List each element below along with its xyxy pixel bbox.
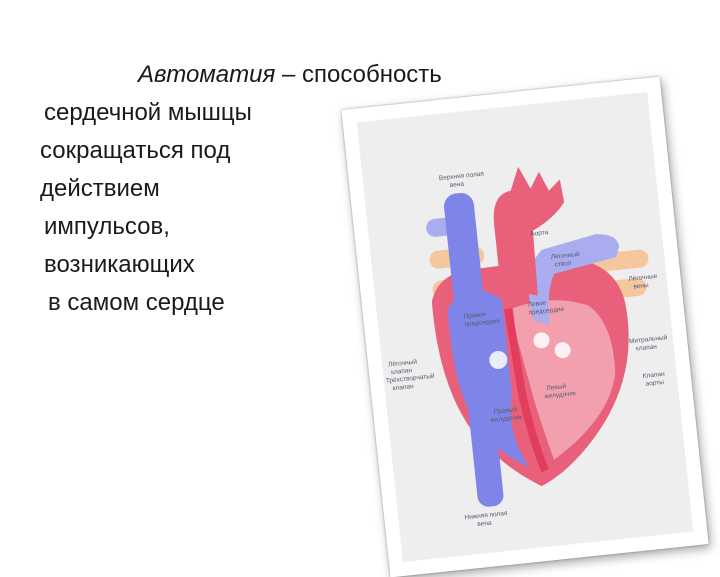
label-left-atrium-1: Левое (527, 300, 547, 309)
label-pulmonary-trunk-1: Лёгочный (550, 250, 580, 261)
label-aortic-valve-1: Клапан (642, 371, 665, 380)
label-inferior-vena-cava-2: вена (477, 520, 492, 528)
term-automatism: Автоматия (138, 61, 276, 88)
label-pulmonary-veins-1: Лёгочные (628, 273, 658, 283)
definition-line-1-rest: – способность (275, 61, 442, 88)
septum (504, 308, 549, 473)
label-left-atrium-2: предсердие (528, 306, 565, 317)
label-pulmonary-valve-1: Лёгочный (388, 357, 418, 368)
label-pulmonary-veins-2: вены (633, 282, 649, 291)
label-tricuspid-valve-2: клапан (392, 383, 414, 392)
label-superior-vena-cava-2: вена (449, 181, 464, 189)
definition-text: Автоматия – способность сердечной мышцы … (40, 56, 520, 322)
heart-diagram-photo: Верхняя полая вена Аорта Лёгочный ствол … (341, 76, 709, 577)
label-right-ventricle-1: Правый (493, 405, 518, 415)
label-right-ventricle-2: желудочек (490, 414, 522, 424)
label-right-atrium-1: Правое (463, 311, 487, 320)
label-left-ventricle-1: Левый (546, 382, 567, 392)
definition-line-4: действием (40, 175, 160, 202)
heart-diagram: Верхняя полая вена Аорта Лёгочный ствол … (385, 166, 668, 528)
inferior-vena-cava (468, 396, 504, 507)
label-aortic-valve-2: аорты (645, 379, 664, 388)
label-mitral-valve-2: клапан (636, 343, 658, 352)
superior-vena-cava (444, 193, 485, 323)
label-superior-vena-cava-1: Верхняя полая (439, 170, 485, 182)
pulmonary-trunk (528, 234, 620, 325)
label-right-atrium-2: предсердие (464, 318, 501, 329)
label-pulmonary-trunk-2: ствол (554, 260, 572, 269)
label-inferior-vena-cava-1: Нижняя полая (464, 510, 508, 522)
definition-line-2: сердечной мышцы (44, 99, 252, 126)
label-aorta: Аорта (530, 229, 549, 238)
label-left-ventricle-2: желудочек (544, 390, 576, 400)
definition-line-1: Автоматия – способность (40, 56, 520, 94)
mitral-valve (554, 342, 571, 359)
aorta (493, 166, 565, 296)
right-chambers (447, 290, 530, 468)
definition-line-5: импульсов, (44, 213, 170, 240)
definition-line-6: возникающих (44, 251, 195, 278)
definition-line-7: в самом сердце (48, 289, 225, 316)
definition-line-3: сокращаться под (40, 137, 231, 164)
label-pulmonary-valve-2: клапан (391, 367, 413, 376)
aortic-valve (533, 332, 550, 349)
diagram-labels: Верхняя полая вена Аорта Лёгочный ствол … (385, 170, 668, 528)
tricuspid-valve (489, 350, 508, 369)
